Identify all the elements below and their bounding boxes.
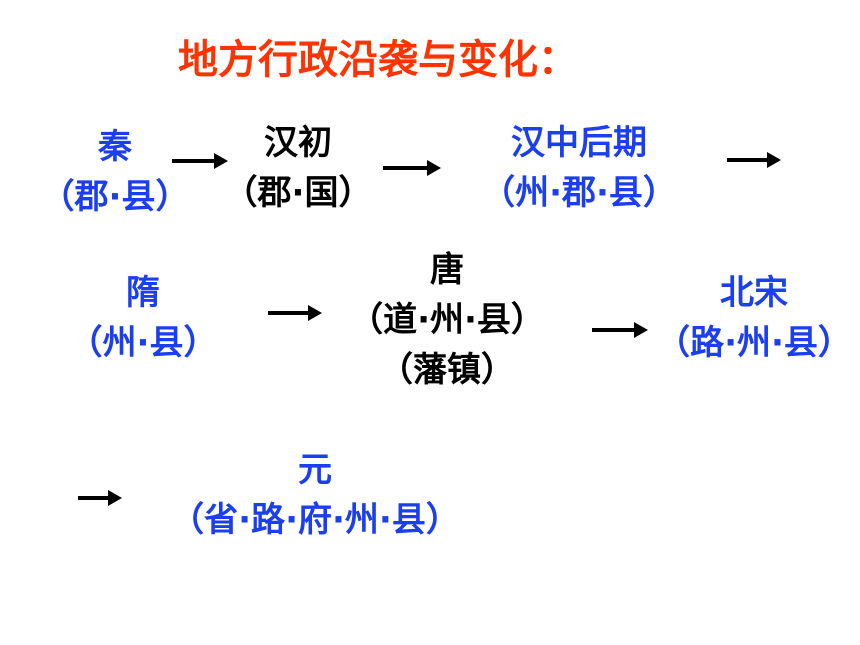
node-tang-name: 唐	[430, 250, 464, 290]
node-hanzhonghouqi-name: 汉中后期	[511, 123, 647, 163]
node-hanchu-name: 汉初	[264, 123, 332, 163]
node-sui-detail: （州·县）	[68, 323, 218, 363]
right-arrow-icon	[172, 153, 228, 169]
right-arrow-icon	[383, 160, 441, 176]
right-arrow-icon	[592, 322, 648, 338]
node-hanzhonghouqi-detail: （州·郡·县）	[481, 173, 677, 213]
node-tang-detail: （道·州·县）	[349, 300, 545, 340]
node-yuan-detail: （省·路·府·州·县）	[170, 500, 460, 540]
node-qin: 秦 （郡·县）	[30, 122, 200, 222]
node-beisong-name: 北宋	[720, 273, 788, 313]
node-hanzhonghouqi: 汉中后期 （州·郡·县）	[468, 118, 690, 218]
node-yuan-name: 元	[298, 450, 332, 490]
node-tang: 唐 （道·州·县） （藩镇）	[340, 245, 554, 395]
node-yuan: 元 （省·路·府·州·县）	[150, 445, 480, 545]
node-beisong: 北宋 （路·州·县）	[650, 268, 858, 368]
node-hanchu: 汉初 （郡·国）	[218, 118, 378, 218]
page-title: 地方行政沿袭与变化：	[178, 37, 578, 83]
node-beisong-detail: （路·州·县）	[656, 323, 852, 363]
right-arrow-icon	[727, 152, 781, 168]
node-sui: 隋 （州·县）	[58, 268, 228, 368]
right-arrow-icon	[78, 490, 122, 506]
node-sui-name: 隋	[126, 273, 160, 313]
node-tang-extra: （藩镇）	[379, 350, 515, 390]
node-qin-detail: （郡·县）	[40, 177, 190, 217]
right-arrow-icon	[268, 305, 322, 321]
node-qin-name: 秦	[98, 127, 132, 167]
node-hanchu-detail: （郡·国）	[223, 173, 373, 213]
